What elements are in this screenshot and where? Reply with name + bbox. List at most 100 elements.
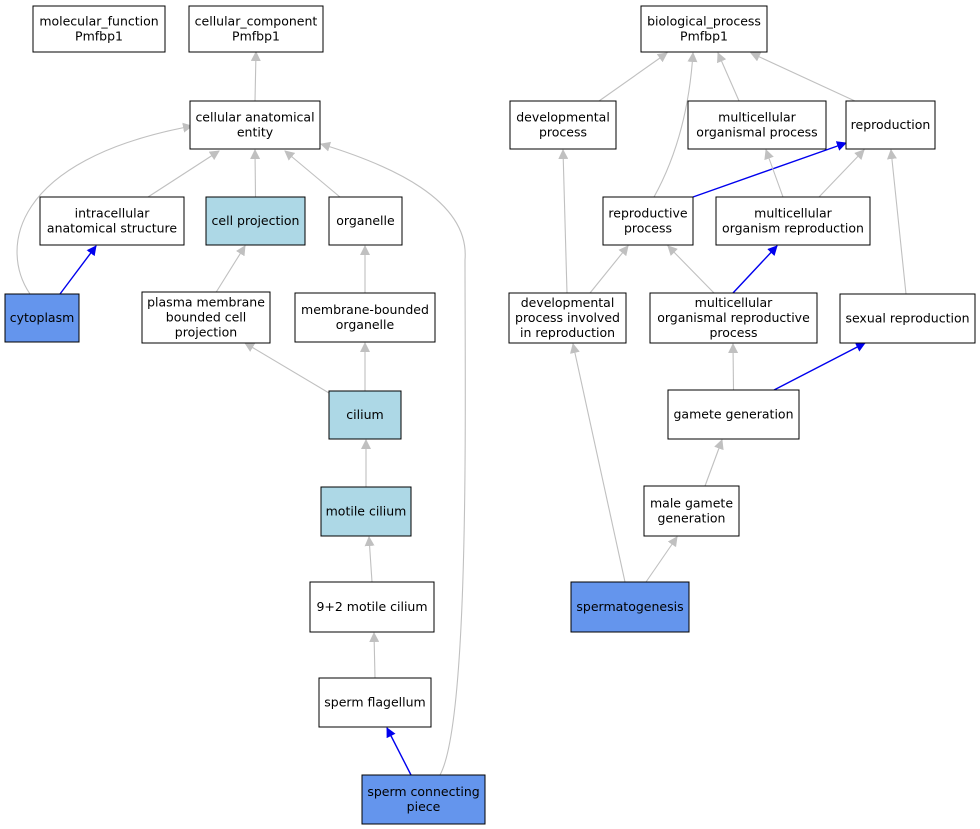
edge-rp-to-bp (653, 52, 698, 198)
node-spermatogenesis: spermatogenesis (570, 581, 690, 633)
node-label-line: piece (407, 799, 441, 814)
node-label-line: process (539, 125, 587, 140)
node-label-line: membrane-bounded (301, 302, 429, 317)
node-label-line: generation (658, 511, 726, 526)
node-box (649, 292, 818, 344)
node-box (687, 100, 827, 150)
edge-dpir-to-rp (589, 245, 629, 294)
node-label-line: developmental (521, 295, 615, 310)
node-label-line: multicellular (718, 110, 797, 125)
edge-rp-to-rep (692, 141, 847, 198)
edge-org-to-cae (284, 150, 341, 198)
edge-cyto-to-cae (16, 122, 193, 295)
node-cilium: cilium (328, 390, 402, 440)
edge-sr-to-rep (886, 149, 907, 295)
node-label-line: anatomical structure (47, 221, 177, 236)
node-box (205, 196, 306, 246)
node-label-line: sperm connecting (367, 784, 479, 799)
node-box (602, 196, 694, 246)
edge-scp-to-sf (386, 727, 412, 776)
edge-dp-to-bp (598, 52, 668, 102)
node-box (640, 5, 768, 53)
edge-cae-to-cc (250, 51, 261, 102)
node-box (643, 485, 740, 537)
edge-sf-to-m92 (369, 632, 380, 679)
edge-mop-to-bp (717, 52, 740, 102)
node-label-line: male gamete (650, 496, 733, 511)
node-box (294, 292, 436, 343)
node-label-line: organelle (336, 317, 395, 332)
node-box (32, 5, 166, 53)
node-label-line: organismal reproductive (657, 310, 810, 325)
node-box (845, 100, 936, 150)
node-gamete-generation: gamete generation (667, 389, 800, 440)
node-label-line: bounded cell (166, 310, 246, 325)
node-label-line: molecular_function (39, 14, 158, 29)
node-label-line: developmental (516, 110, 610, 125)
node-box (508, 292, 627, 344)
edge-dpir-to-dp (558, 149, 569, 294)
node-cytoplasm: cytoplasm (4, 293, 80, 343)
node-reproduction: reproduction (845, 100, 936, 150)
node-label-line: in reproduction (520, 325, 615, 340)
edge-pmbcp-to-cp (215, 245, 246, 293)
edge-scp-to-cae (320, 141, 466, 776)
node-sperm-flagellum: sperm flagellum (318, 677, 432, 728)
node-box (141, 291, 271, 344)
node-9-2-motile-cilium: 9+2 motile cilium (309, 581, 435, 633)
node-label-line: cilium (346, 407, 383, 422)
node-box (570, 581, 690, 633)
edge-mgg-to-gg (704, 439, 724, 487)
node-label-line: process involved (515, 310, 620, 325)
node-motile-cilium: motile cilium (320, 486, 412, 537)
node-box (328, 390, 402, 440)
edge-morp-to-rp (667, 245, 715, 294)
node-label-line: projection (175, 325, 237, 340)
node-label-line: reproductive (608, 206, 688, 221)
node-box (309, 581, 435, 633)
edge-gg-to-sr (773, 342, 866, 391)
node-label-line: cellular_component (195, 14, 318, 29)
node-box (189, 100, 321, 150)
node-label-line: process (709, 325, 757, 340)
node-label-line: cell projection (212, 213, 300, 228)
edge-m92-to-mcil (364, 536, 375, 583)
node-label-line: Pmfbp1 (75, 29, 123, 44)
edge-sperm-to-dpir (570, 343, 626, 583)
node-label-line: sperm flagellum (324, 695, 425, 710)
node-label-line: organismal process (696, 125, 817, 140)
node-label-line: motile cilium (326, 504, 407, 519)
node-label-line: Pmfbp1 (680, 29, 728, 44)
node-label-line: intracellular (75, 206, 151, 221)
node-label-line: Pmfbp1 (232, 29, 280, 44)
node-label-line: reproduction (851, 117, 931, 132)
node-box (667, 389, 800, 440)
node-label-line: gamete generation (673, 407, 793, 422)
node-label-line: cytoplasm (10, 310, 75, 325)
edge-morp-to-mor (732, 245, 778, 294)
node-label-line: 9+2 motile cilium (316, 599, 427, 614)
node-box (39, 196, 185, 246)
node-label-line: multicellular (754, 206, 833, 221)
node-box (839, 293, 976, 344)
node-label-line: plasma membrane (147, 295, 265, 310)
node-box (4, 293, 80, 343)
node-cell-projection: cell projection (205, 196, 306, 246)
node-label-line: organelle (336, 213, 395, 228)
node-label-line: cellular anatomical (195, 110, 314, 125)
edge-cil-to-pmbcp (244, 342, 330, 394)
node-label-line: process (624, 221, 672, 236)
edge-gg-to-morp (728, 343, 739, 391)
